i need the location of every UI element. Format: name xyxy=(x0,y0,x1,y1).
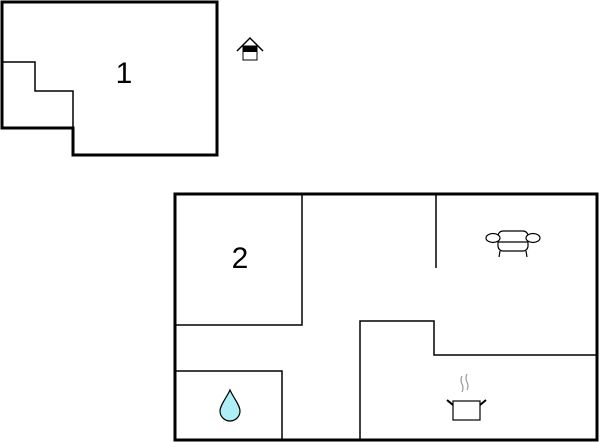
floor-2-plan: 2 xyxy=(173,192,599,442)
bedroom-wall xyxy=(175,194,303,326)
water-drop-icon xyxy=(219,388,241,422)
floor-2-outline xyxy=(173,192,599,442)
entrance-house-icon xyxy=(236,36,264,61)
cooking-pot-icon xyxy=(446,373,487,421)
floor-1-plan: 1 xyxy=(0,0,219,157)
floor-1-outline xyxy=(0,0,219,157)
floor-1-label: 1 xyxy=(116,57,133,90)
sofa-icon xyxy=(485,230,541,258)
floor-1-inner-wall xyxy=(2,61,74,128)
bathroom-wall xyxy=(175,370,283,440)
kitchen-wall xyxy=(359,320,597,440)
floor-2-label: 2 xyxy=(232,242,249,275)
